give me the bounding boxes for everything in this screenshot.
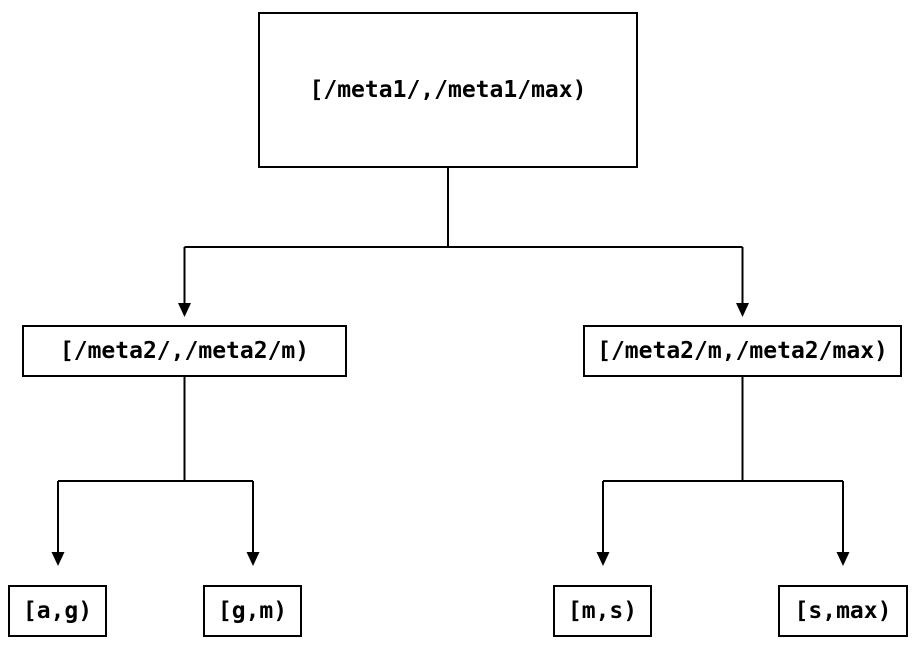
tree-node-leaf-smax-label: [s,max)	[794, 598, 892, 624]
tree-node-leaf-ag-label: [a,g)	[22, 598, 93, 624]
edge-root-to-meta2	[178, 168, 749, 317]
arrowhead-to-meta2-left	[178, 303, 191, 317]
tree-node-meta2-left: [/meta2/,/meta2/m)	[22, 325, 347, 377]
arrowhead-to-meta2-right	[736, 303, 749, 317]
arrowhead-to-leaf-ag	[51, 552, 65, 566]
tree-node-leaf-gm-label: [g,m)	[217, 598, 288, 624]
arrowhead-to-leaf-smax	[836, 552, 850, 566]
edge-root-trunk-line	[183, 168, 744, 303]
arrowhead-to-leaf-ms	[596, 552, 610, 566]
tree-node-leaf-ms: [m,s)	[553, 585, 652, 637]
tree-node-leaf-gm: [g,m)	[203, 585, 302, 637]
tree-node-meta2-left-label: [/meta2/,/meta2/m)	[59, 338, 310, 364]
edge-meta2-left-to-leaves	[51, 377, 260, 566]
tree-node-leaf-ag: [a,g)	[8, 585, 107, 637]
tree-node-root-label: [/meta1/,/meta1/max)	[309, 77, 587, 103]
edge-meta2-left-trunk-line	[57, 377, 254, 552]
tree-node-leaf-ms-label: [m,s)	[567, 598, 638, 624]
tree-node-leaf-smax: [s,max)	[778, 585, 908, 637]
tree-node-root: [/meta1/,/meta1/max)	[258, 12, 638, 168]
edge-meta2-right-trunk-line	[602, 377, 844, 552]
tree-node-meta2-right: [/meta2/m,/meta2/max)	[583, 325, 902, 377]
arrowhead-to-leaf-gm	[246, 552, 260, 566]
edge-meta2-right-to-leaves	[596, 377, 850, 566]
tree-node-meta2-right-label: [/meta2/m,/meta2/max)	[597, 338, 888, 364]
